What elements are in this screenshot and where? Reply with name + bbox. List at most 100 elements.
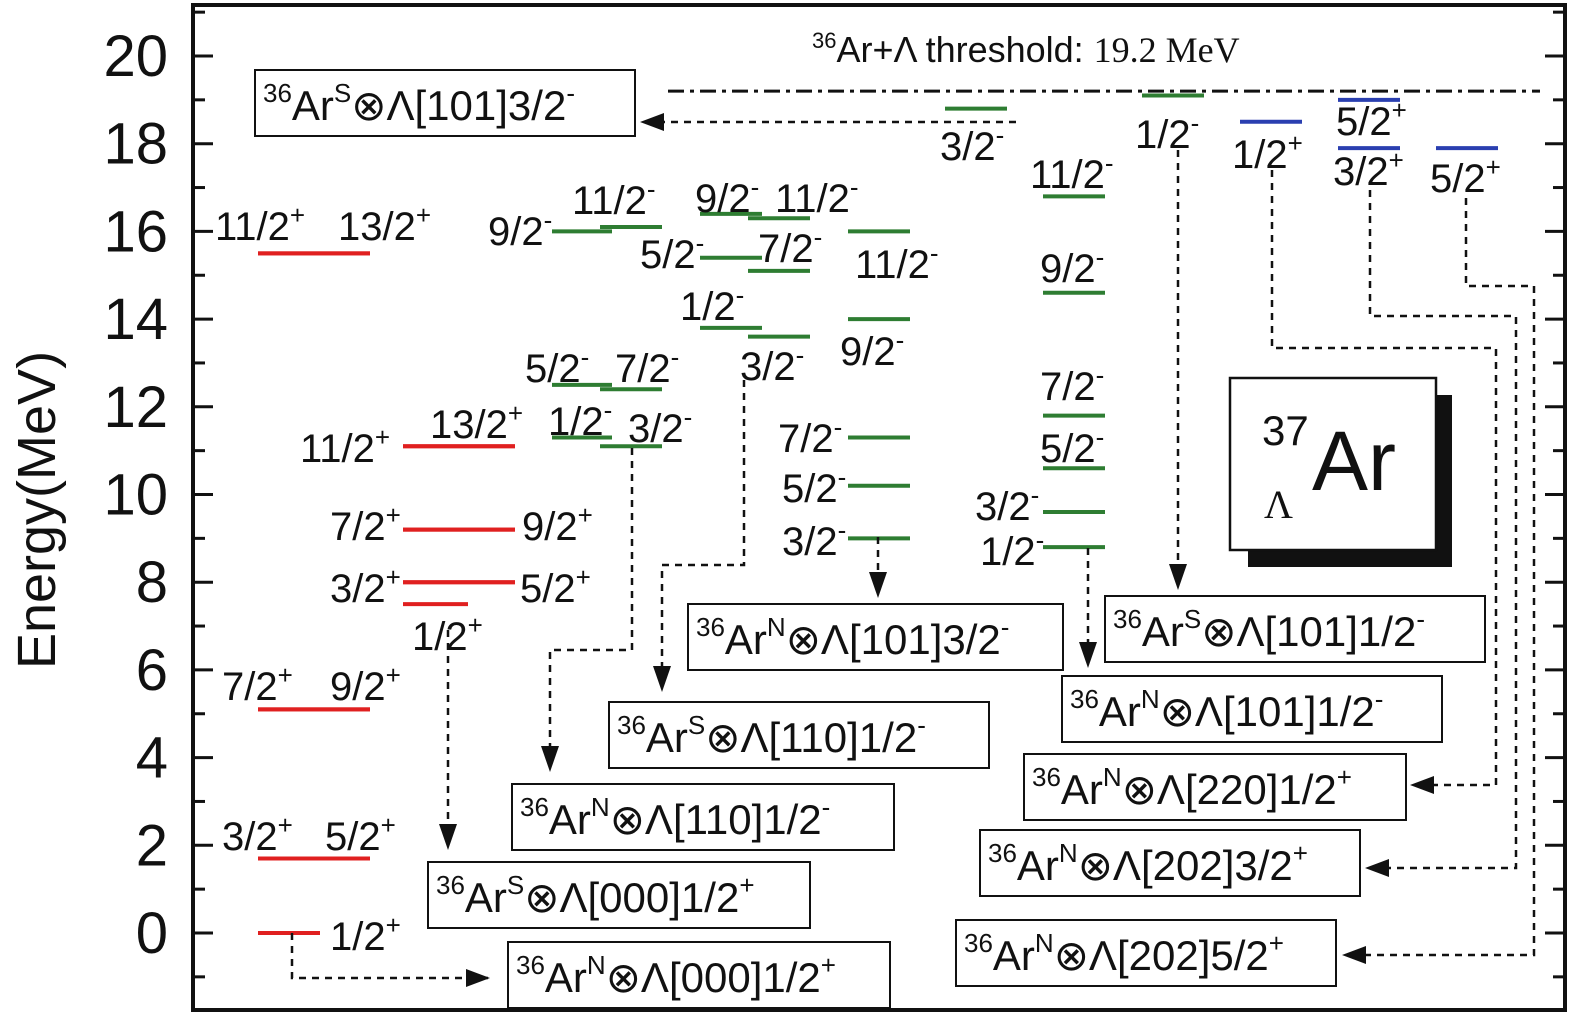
level-spin-label: 1/2- [548,395,612,444]
connector-line [1352,198,1536,957]
level-spin-label: 7/2+ [330,500,401,549]
y-tick-label: 4 [136,726,168,791]
y-tick-label: 20 [103,24,168,89]
arrow-head [1342,946,1366,964]
level-spin-label: 11/2- [1030,148,1114,197]
level-spin-label: 5/2- [782,462,846,511]
connector-line [1368,190,1518,870]
configuration-boxes: 36ArS⊗Λ[101]3/2- 36ArN⊗Λ[101]3/2- 36ArS⊗Λ[… [254,69,1486,1009]
level-spin-label: 5/2+ [520,562,591,611]
level-spin-label: 3/2+ [222,810,293,859]
arrow-head [640,113,664,131]
level-spin-label: 9/2- [1040,242,1104,291]
y-axis-label: Energy(MeV) [7,351,67,669]
configuration-box [1061,675,1443,743]
level-spin-label: 11/2- [855,238,939,287]
level-spin-label: 5/2+ [1336,95,1407,144]
configuration-label: 36ArN⊗Λ[202]5/2+ [964,928,1284,979]
level-spin-label: 7/2+ [222,660,293,709]
connector-line [660,380,746,685]
level-spin-label: 9/2- [695,172,759,221]
level-spin-label: 11/2- [572,174,656,223]
level-spin-label: 5/2- [1040,422,1104,471]
level-spin-label: 3/2- [740,340,804,389]
y-tick-label: 12 [103,375,168,440]
level-spin-label: 7/2- [1040,360,1104,409]
level-spin-label: 3/2- [782,515,846,564]
nucleus-subscript: Λ [1264,482,1293,527]
levels-layer: 1/2+3/2+5/2+7/2+9/2+11/2+13/2+1/2+3/2+5/… [215,93,1501,959]
level-spin-label: 11/2+ [300,422,390,471]
y-tick-label: 14 [103,287,168,352]
configuration-box [511,783,895,851]
threshold-value: 19.2 MeV [1094,30,1240,70]
connector-line [548,448,634,765]
arrow-head [541,746,559,772]
level-spin-label: 3/2+ [1333,145,1404,194]
level-spin-label: 1/2- [680,280,744,329]
y-tick-label: 8 [136,550,168,615]
plot-frame [191,3,1567,1012]
configuration-label: 36ArN⊗Λ[000]1/2+ [516,950,836,1001]
level-spin-label: 9/2+ [522,500,593,549]
level-spin-label: 3/2- [940,120,1004,169]
level-spin-label: 5/2+ [325,810,396,859]
arrows-layer [290,113,1536,987]
configuration-label: 36ArS⊗Λ[000]1/2+ [436,870,755,921]
level-spin-label: 1/2+ [412,610,483,659]
configuration-label: 36ArN⊗Λ[110]1/2- [520,792,830,843]
configuration-box [1023,753,1407,821]
level-spin-label: 9/2- [488,205,552,254]
y-tick-label: 6 [136,638,168,703]
configuration-box [1104,595,1486,663]
level-spin-label: 13/2+ [430,398,523,447]
configuration-label: 36ArS⊗Λ[110]1/2- [617,710,926,761]
threshold-mass: 36 [812,28,836,53]
level-spin-label: 13/2+ [338,200,431,249]
threshold-label: 36Ar+Λ threshold: 19.2 MeV [812,28,1240,70]
level-spin-label: 1/2+ [330,910,401,959]
configuration-box [254,69,636,137]
nucleus-box [1228,376,1438,552]
configuration-label: 36ArS⊗Λ[101]1/2- [1113,604,1425,655]
arrow-head [869,572,887,598]
connector-line [290,933,490,980]
level-spin-label: 9/2- [840,325,904,374]
level-spin-label: 5/2- [525,342,589,391]
level-spin-label: 11/2- [775,172,859,221]
level-spin-label: 1/2- [1135,108,1199,157]
configuration-label: 36ArN⊗Λ[101]1/2- [1070,684,1383,735]
arrow-head [1365,859,1389,877]
configuration-box [955,919,1337,987]
configuration-box [687,603,1064,671]
level-spin-label: 9/2+ [330,660,401,709]
arrow-head [466,969,490,987]
nucleus-symbol: Ar [1312,414,1396,508]
nucleus-mass: 37 [1262,407,1309,454]
arrow-head [1410,776,1434,794]
configuration-label: 36ArN⊗Λ[101]3/2- [696,612,1009,663]
configuration-label: 36ArS⊗Λ[101]3/2- [263,78,575,129]
level-spin-label: 7/2- [758,222,822,271]
configuration-box [608,701,990,769]
y-tick-label: 18 [103,112,168,177]
arrow-head [1169,564,1187,590]
level-spin-label: 7/2- [778,412,842,461]
configuration-box [427,861,811,929]
configuration-label: 36ArN⊗Λ[202]3/2+ [988,838,1308,889]
threshold-text: Ar+Λ threshold: [836,29,1093,70]
configuration-box [979,829,1361,897]
y-tick-label: 10 [103,463,168,528]
level-spin-label: 11/2+ [215,200,305,249]
connector-line [1270,170,1498,787]
level-spin-label: 3/2+ [330,562,401,611]
level-spin-label: 1/2+ [1232,128,1303,177]
configuration-label: 36ArN⊗Λ[220]1/2+ [1032,762,1352,813]
y-tick-label: 0 [136,901,168,966]
level-spin-label: 7/2- [615,342,679,391]
arrow-head [653,666,671,692]
arrow-head [439,824,457,850]
level-spin-label: 5/2- [640,228,704,277]
